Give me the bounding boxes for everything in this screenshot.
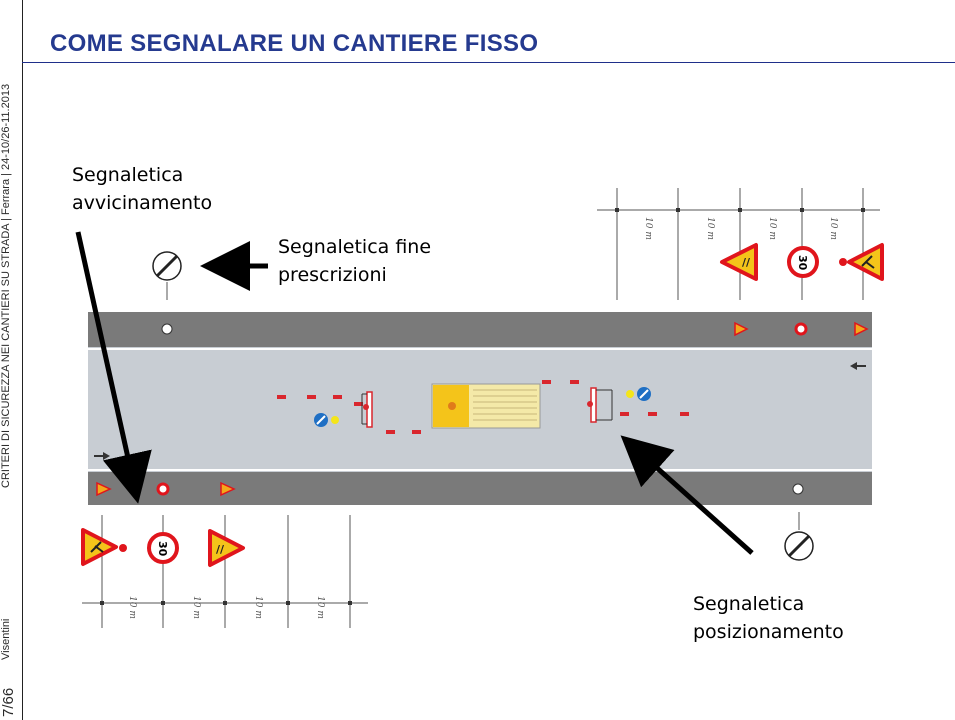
end-restrictions-sign-icon (152, 251, 182, 300)
upper-distance-scale (597, 188, 880, 300)
end-restriction-marker-bottom (792, 483, 804, 495)
svg-text://: // (216, 543, 225, 556)
end-restrictions-sign-icon (784, 512, 814, 561)
distance-label: 10 m (315, 596, 325, 619)
roadwork-sign-icon (81, 528, 127, 566)
svg-text://: // (742, 256, 751, 269)
distance-ticks-bottom (100, 601, 352, 605)
approach-arrow (75, 231, 152, 504)
keep-side-sign-icon (314, 413, 339, 427)
distance-label: 10 m (705, 217, 715, 240)
barrier-right-icon (587, 387, 613, 423)
positioning-arrow (620, 435, 754, 555)
warning-triangle-marker (734, 321, 749, 337)
slide-title: COME SEGNALARE UN CANTIERE FISSO (50, 30, 539, 57)
distance-label: 10 m (253, 596, 263, 619)
positioning-signage-label: Segnaletica posizionamento (693, 593, 844, 643)
end-restriction-marker-top (161, 323, 173, 335)
lane-narrowing-sign-icon: // (720, 243, 758, 281)
traffic-cones (277, 380, 689, 434)
distance-ticks-top (615, 208, 865, 212)
end-prescriptions-label: Segnaletica fine prescrizioni (278, 236, 432, 286)
upper-shoulder (88, 312, 872, 347)
speed-limit-sign-icon: 30 (147, 532, 179, 564)
title-underline (22, 62, 955, 63)
svg-text:30: 30 (156, 541, 169, 557)
lane-narrowing-sign-icon: // (208, 529, 245, 567)
sidebar-footer: CRITERI DI SICUREZZA NEI CANTIERI SU STR… (0, 0, 23, 720)
speed-limit-marker (794, 322, 808, 336)
warning-triangle-marker (220, 481, 236, 497)
barrier-left-icon (361, 391, 373, 428)
distance-label: 10 m (191, 596, 201, 619)
speed-limit-sign-icon: 30 (787, 246, 819, 278)
warning-triangle-marker (854, 321, 869, 337)
svg-text:30: 30 (796, 255, 809, 271)
distance-label: 10 m (767, 217, 777, 240)
distance-label: 10 m (828, 217, 838, 240)
work-vehicle-icon (431, 383, 541, 429)
distance-label: 10 m (643, 217, 653, 240)
lower-shoulder (88, 472, 872, 505)
distance-label: 10 m (127, 596, 137, 619)
approach-signage-label: Segnaletica avvicinamento (72, 164, 213, 214)
keep-side-sign-icon (626, 387, 651, 401)
roadwork-sign-icon (839, 243, 884, 281)
direction-arrow-left-icon (850, 362, 866, 370)
speed-limit-marker (156, 482, 170, 496)
